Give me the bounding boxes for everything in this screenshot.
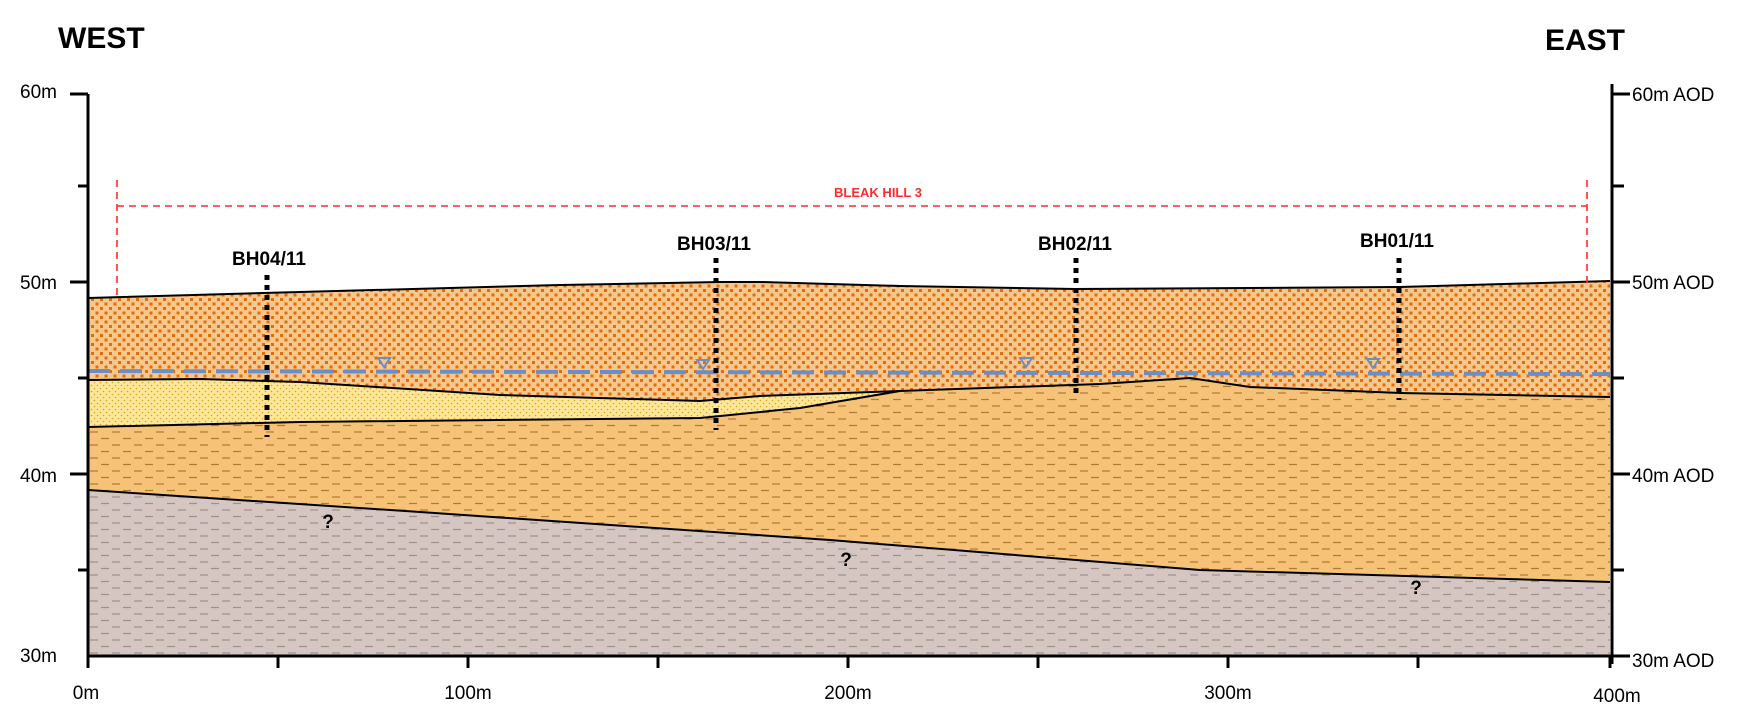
site-label: BLEAK HILL 3: [834, 185, 922, 200]
x-tick-label: 200m: [824, 683, 872, 704]
made-ground-base-line: [87, 376, 1611, 403]
east-label: EAST: [1545, 24, 1625, 57]
borehole-bh02: BH02/11: [1038, 234, 1112, 397]
right-axis: [1610, 84, 1630, 664]
uncertainty-mark: ?: [322, 512, 334, 533]
left-tick-label: 40m: [20, 466, 57, 487]
right-tick-label: 40m AOD: [1632, 466, 1714, 487]
right-tick-label: 50m AOD: [1632, 273, 1714, 294]
left-tick-label: 50m: [20, 273, 57, 294]
ground-surface-line: [87, 280, 1611, 299]
clay-base-line: [87, 489, 1611, 583]
x-tick-label: 100m: [444, 683, 492, 704]
right-tick-label: 60m AOD: [1632, 85, 1714, 106]
water-level-icon: [376, 357, 392, 369]
site-extent: [116, 180, 1588, 300]
water-level-icon: [1018, 357, 1034, 369]
borehole-label: BH04/11: [232, 249, 306, 270]
clay-layer: [88, 378, 1610, 582]
left-tick-label: 60m: [20, 82, 57, 103]
uncertainty-mark: ?: [1410, 578, 1422, 599]
sand-base-line: [87, 390, 901, 428]
bedrock-layer: [88, 490, 1610, 655]
right-tick-label: 30m AOD: [1632, 651, 1714, 672]
borehole-label: BH02/11: [1038, 234, 1112, 255]
bottom-axis: [86, 654, 1612, 668]
water-table-line: [87, 369, 1611, 376]
x-tick-label: 300m: [1204, 683, 1252, 704]
borehole-bh03: BH03/11: [677, 234, 751, 430]
water-level-icon: [695, 359, 711, 371]
made-ground-layer: [88, 281, 1610, 401]
west-label: WEST: [58, 22, 145, 55]
left-tick-label: 30m: [20, 646, 57, 667]
water-level-icon: [1365, 358, 1381, 370]
borehole-label: BH03/11: [677, 234, 751, 255]
sand-layer: [88, 379, 900, 427]
x-tick-label: 0m: [73, 683, 99, 704]
x-tick-label: 400m: [1593, 686, 1641, 707]
uncertainty-mark: ?: [840, 550, 852, 571]
borehole-bh01: BH01/11: [1360, 231, 1434, 400]
borehole-bh04: BH04/11: [232, 249, 306, 437]
borehole-label: BH01/11: [1360, 231, 1434, 252]
left-axis: [70, 92, 90, 656]
